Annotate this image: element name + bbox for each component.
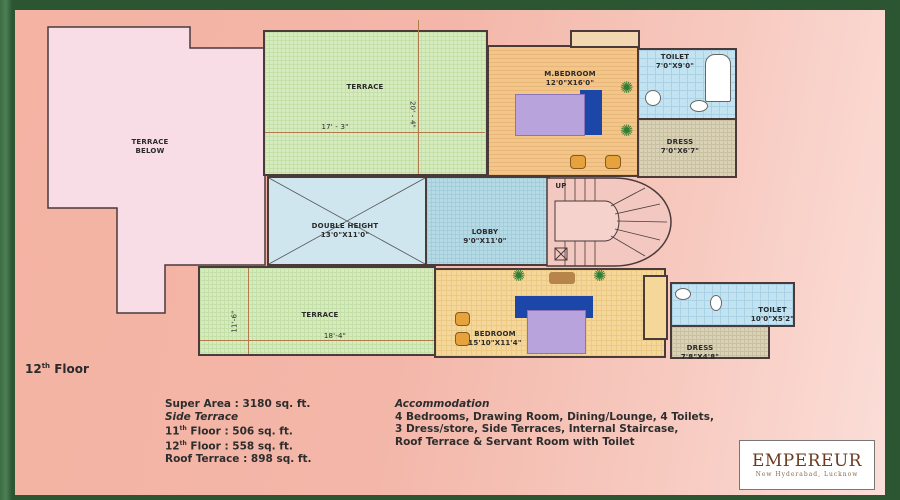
empereur-logo: EMPEREUR New Hyderabad, Lucknow [739,440,875,490]
chair-icon [455,332,470,346]
terrace-top-height: 20' - 4" [408,100,417,129]
wc-icon [710,295,722,311]
wc-icon [690,100,708,112]
roof-terrace-area: Roof Terrace : 898 sq. ft. [165,453,312,465]
plant-icon: ✺ [593,266,607,285]
accommodation-line: Roof Terrace & Servant Room with Toilet [395,435,635,448]
plant-icon: ✺ [620,78,634,97]
master-rug [580,90,602,135]
dress-bottom-room [670,325,770,359]
dimension-line [248,268,249,354]
dress-top-room [637,118,737,178]
accommodation-heading: Accommodation [395,398,490,410]
bedroom-label: BEDROOM 15'10"X11'4" [468,330,522,347]
chair-icon [570,155,586,169]
plant-icon: ✺ [512,266,526,285]
master-bed-icon [515,94,585,136]
wardrobe [643,275,668,340]
terrace-top-width: 17' - 3" [321,123,349,131]
chair-icon [455,312,470,326]
floor11-area: 11th Floor : 506 sq. ft. [165,425,293,438]
terrace-top-label: TERRACE [346,83,384,91]
dress-bottom-label: DRESS 7'8"X4'8" [680,344,720,361]
logo-name: EMPEREUR [751,451,862,471]
terrace-bottom-width: 18'-4" [323,332,347,340]
terrace-below-label: TERRACE BELOW [131,138,169,155]
sink-icon [675,288,691,300]
toilet-bottom-label: TOILET 10'0"X5'2" [750,306,795,323]
accommodation-line: 4 Bedrooms, Drawing Room, Dining/Lounge,… [395,410,714,423]
sink-icon [645,90,661,106]
floor12-area: 12th Floor : 558 sq. ft. [165,440,293,453]
wardrobe [570,30,640,48]
floor-plan-sheet: TERRACE BELOW TERRACE 17' - 3" 20' - 4" … [15,10,885,495]
logo-tagline: New Hyderabad, Lucknow [755,471,859,478]
dimension-line [200,340,434,341]
double-height-cross [269,178,425,264]
dress-top-label: DRESS 7'0"X6'7" [660,138,700,155]
spiral-staircase [546,177,672,267]
toilet-top-label: TOILET 7'0"X9'0" [655,53,695,70]
lobby-label: LOBBY 9'0"X11'0" [463,228,507,245]
accommodation-line: 3 Dress/store, Side Terraces, Internal S… [395,423,679,435]
terrace-bottom-room [198,266,436,356]
terrace-bottom-label: TERRACE [301,311,339,319]
area-info: Super Area : 3180 sq. ft. Side Terrace 1… [165,398,311,466]
dimension-line [265,132,485,133]
side-terrace-heading: Side Terrace [165,410,239,423]
chair-icon [605,155,621,169]
plant-icon: ✺ [620,121,634,140]
accommodation-info: Accommodation 4 Bedrooms, Drawing Room, … [395,398,714,448]
dimension-line [418,20,419,174]
bathtub-icon [705,54,731,102]
double-height-label: DOUBLE HEIGHT 13'0"X11'0" [311,222,379,239]
super-area: Super Area : 3180 sq. ft. [165,398,311,410]
terrace-top-room [263,30,488,176]
terrace-below-outline [47,26,266,314]
terrace-bottom-height: 11'-6" [230,310,239,333]
lobby-room [425,176,550,266]
stair-up-label: UP [555,182,567,190]
master-bedroom-label: M.BEDROOM 12'0"X16'0" [544,70,596,87]
dresser-icon [549,272,575,284]
bedroom-bed-icon [527,310,586,354]
floor-label: 12th Floor [25,362,89,376]
